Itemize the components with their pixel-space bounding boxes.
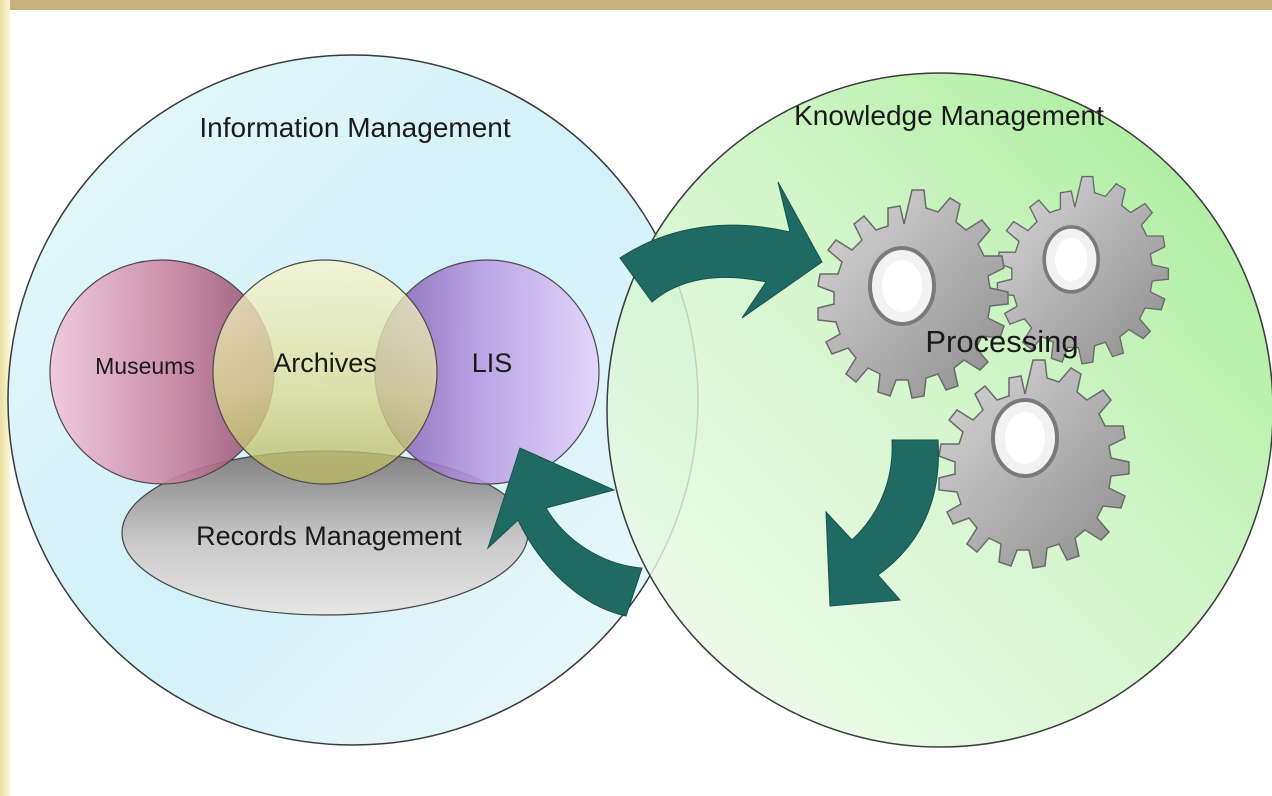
arrow-icon: [825, 439, 939, 607]
arrow-icon: [486, 447, 643, 617]
archives-circle: [212, 259, 438, 485]
arrow-icon: [619, 181, 823, 319]
information-management-label: Information Management: [199, 112, 511, 143]
archives-label: Archives: [273, 348, 377, 378]
processing-label: Processing: [925, 324, 1078, 359]
gear-icon: [938, 359, 1130, 569]
museums-label: Museums: [95, 353, 195, 379]
knowledge-management-circle: [606, 72, 1272, 748]
lis-label: LIS: [472, 348, 513, 378]
records-management-label: Records Management: [196, 521, 462, 551]
frame-left-bar: [0, 0, 10, 796]
knowledge-management-label: Knowledge Management: [794, 100, 1104, 131]
gear-icon: [996, 175, 1170, 365]
frame-top-bar: [0, 0, 1272, 10]
gear-icon: [817, 189, 1009, 399]
